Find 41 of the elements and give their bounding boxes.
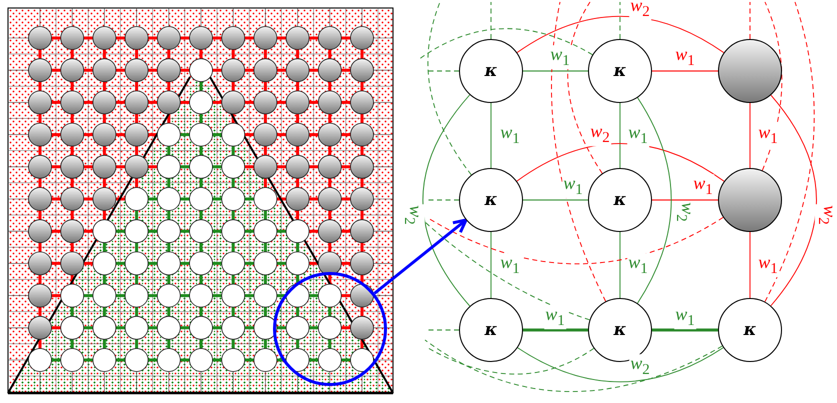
connector-line: [637, 97, 672, 304]
node-circle: [459, 39, 523, 103]
highlight-circle: [273, 272, 387, 386]
node-label: κ: [614, 62, 626, 80]
dashed-connector: [764, 2, 815, 302]
connector-line: [490, 102, 492, 168]
connector-line: [490, 232, 492, 298]
dashed-connector: [762, 2, 782, 171]
dashed-connector: [418, 28, 593, 60]
node-label: κ: [484, 322, 498, 338]
dashed-connector: [428, 348, 594, 375]
dashed-connector: [427, 2, 472, 176]
dashed-connector: [428, 216, 724, 264]
node-label: κ: [614, 192, 626, 208]
connector-line: [652, 70, 718, 72]
node-circle: [459, 298, 523, 362]
node-label: κ: [744, 322, 756, 338]
connector-line: [522, 70, 588, 72]
node-label: κ: [484, 62, 498, 80]
shaded-circle: [718, 39, 782, 103]
connector-line: [517, 347, 724, 382]
connector-line: [516, 143, 725, 182]
arrow: [374, 218, 468, 295]
dashed-connector: [567, 2, 603, 174]
edge-label: w$_{1}$: [757, 123, 779, 147]
connector-line: [652, 328, 718, 332]
node-label: κ: [614, 322, 626, 338]
edge-label: w$_{2}$: [629, 354, 651, 378]
connector-line: [422, 94, 470, 306]
edge-label: w$_{2}$: [629, 0, 651, 20]
dashed-connector: [551, 2, 606, 302]
edge-label: w$_{1}$: [549, 45, 571, 69]
connector-line: [770, 94, 817, 306]
node-circle: [459, 168, 523, 232]
dashed-connector: [424, 222, 590, 320]
dashed-connector: [490, 2, 492, 40]
connector-line: [523, 328, 588, 332]
dashed-connector: [424, 340, 723, 392]
node-label: κ: [484, 192, 498, 208]
edge-label: w$_{1}$: [544, 305, 566, 329]
connector-line: [516, 16, 724, 54]
